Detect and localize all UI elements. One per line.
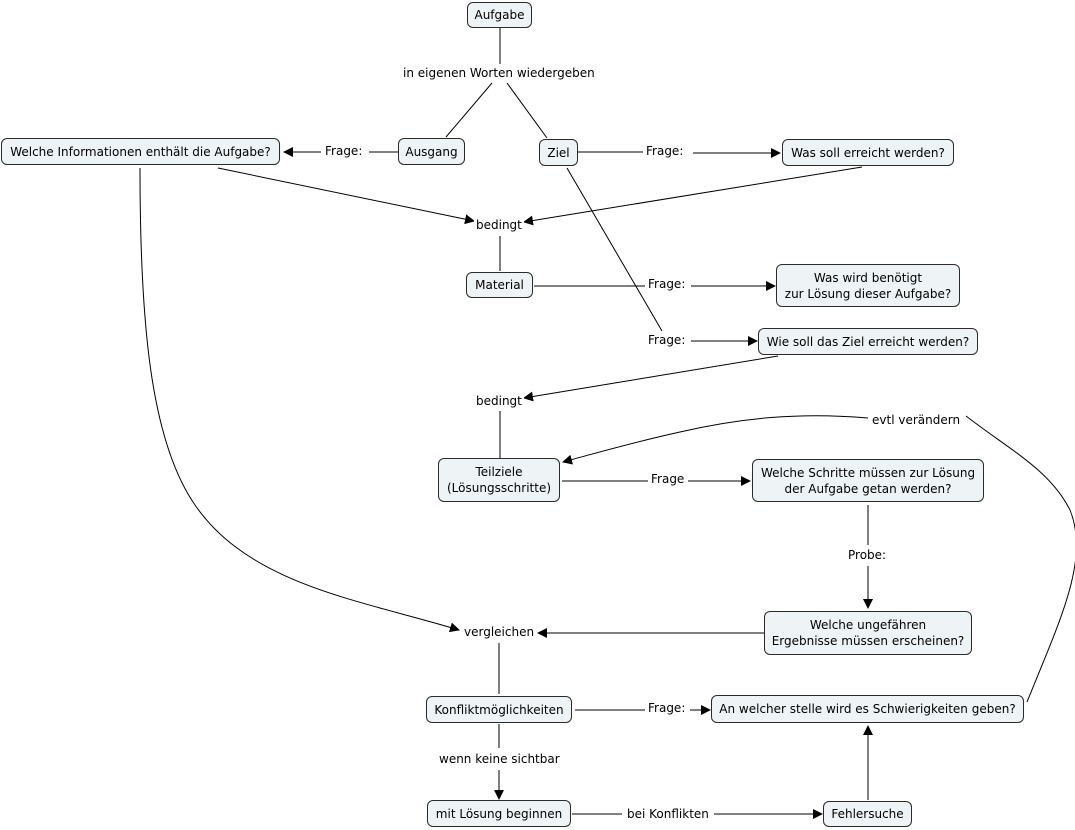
link-label-frage-wie: Frage: — [646, 332, 688, 348]
concept-mit-loesung-beginnen[interactable]: mit Lösung beginnen — [427, 800, 571, 827]
link-label-bedingt-2: bedingt — [474, 393, 524, 409]
concept-was-wird-benoetigt[interactable]: Was wird benötigt zur Lösung dieser Aufg… — [776, 264, 960, 307]
concept-material[interactable]: Material — [466, 272, 533, 298]
link-label-wiedergeben: in eigenen Worten wiedergeben — [401, 65, 597, 81]
link-label-frage-ziel: Frage: — [644, 143, 686, 159]
link-label-frage-teilziele: Frage — [649, 471, 687, 487]
concept-schwierigkeiten[interactable]: An welcher stelle wird es Schwierigkeite… — [711, 695, 1024, 723]
concept-konfliktmoeglichkeiten[interactable]: Konfliktmöglichkeiten — [426, 696, 572, 723]
link-label-frage-konflikt: Frage: — [646, 700, 688, 716]
link-label-bedingt-1: bedingt — [474, 217, 524, 233]
link-label-wenn-keine-sichtbar: wenn keine sichtbar — [437, 751, 562, 767]
concept-fehlersuche[interactable]: Fehlersuche — [823, 801, 912, 827]
concept-was-soll-erreicht[interactable]: Was soll erreicht werden? — [782, 139, 954, 166]
link-label-bei-konflikten: bei Konflikten — [625, 806, 711, 822]
link-label-probe: Probe: — [846, 547, 889, 563]
link-label-evtl-veraendern: evtl verändern — [870, 412, 963, 428]
link-label-frage-material: Frage: — [646, 276, 688, 292]
concept-aufgabe[interactable]: Aufgabe — [467, 2, 532, 28]
link-label-vergleichen: vergleichen — [462, 624, 537, 640]
concept-wie-soll-ziel[interactable]: Wie soll das Ziel erreicht werden? — [758, 328, 978, 355]
link-label-frage-ausgang: Frage: — [323, 143, 365, 159]
concept-informationen[interactable]: Welche Informationen enthält die Aufgabe… — [1, 138, 280, 165]
concept-ergebnisse[interactable]: Welche ungefähren Ergebnisse müssen ersc… — [764, 611, 972, 655]
concept-welche-schritte[interactable]: Welche Schritte müssen zur Lösung der Au… — [752, 459, 984, 502]
concept-ziel[interactable]: Ziel — [539, 139, 578, 166]
concept-teilziele[interactable]: Teilziele (Lösungsschritte) — [438, 458, 560, 502]
concept-ausgang[interactable]: Ausgang — [398, 138, 465, 165]
